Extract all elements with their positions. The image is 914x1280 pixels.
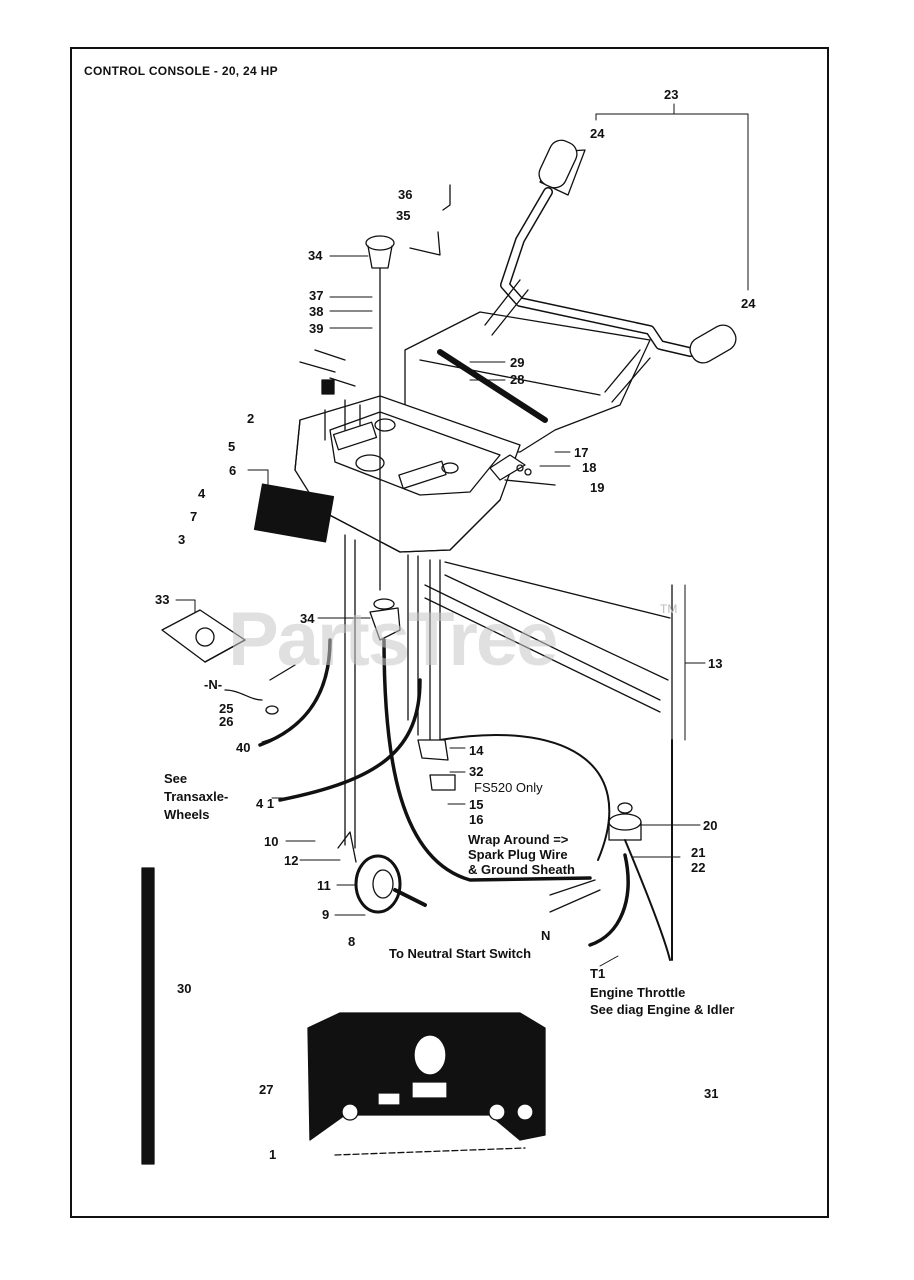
note-neutral-start: To Neutral Start Switch [389, 946, 532, 961]
note-engine-throttle: Engine Throttle See diag Engine & Idler [590, 985, 734, 1017]
part-label-14: 14 [469, 743, 484, 758]
part-label-18: 18 [582, 460, 597, 475]
part-label-17: 17 [574, 445, 589, 460]
part-label-32: 32 [469, 764, 484, 779]
part-label-13: 13 [708, 656, 723, 671]
part-label-23: 23 [664, 87, 679, 102]
leader-lines [175, 103, 749, 967]
part-label-9: 9 [322, 907, 330, 922]
part-label-t1: T1 [590, 966, 606, 981]
handle-bar [484, 139, 737, 403]
part-label-40: 40 [236, 740, 251, 755]
note-line: Spark Plug Wire [468, 847, 568, 862]
part-label-36: 36 [398, 187, 413, 202]
part-label-39: 39 [309, 321, 324, 336]
note-line: See diag Engine & Idler [590, 1002, 735, 1017]
part-label-8: 8 [348, 934, 356, 949]
part-label-n-switch: N [541, 928, 551, 943]
control-cables [258, 638, 673, 961]
part-label-21: 21 [691, 845, 706, 860]
part-label-3: 3 [178, 532, 186, 547]
part-label-10: 10 [264, 834, 279, 849]
bolt-set-left [299, 349, 356, 395]
part-label-29: 29 [510, 355, 525, 370]
note-see-transaxle: See Transaxle- Wheels [164, 771, 228, 822]
watermark-trademark: TM [660, 602, 678, 616]
vertical-decal [141, 867, 155, 1165]
part-label-37: 37 [309, 288, 324, 303]
part-label-24: 24 [590, 126, 605, 141]
console-support-rods [344, 534, 673, 849]
part-label-11: 11 [317, 878, 331, 893]
part-label-7: 7 [190, 509, 198, 524]
note-line: Wheels [164, 807, 210, 822]
part-label-16: 16 [469, 812, 484, 827]
part-label-20: 20 [703, 818, 718, 833]
part-label-35: 35 [396, 208, 411, 223]
note-line: & Ground Sheath [468, 862, 575, 877]
part-label-38: 38 [309, 304, 324, 319]
part-label-41: 4 1 [256, 796, 275, 811]
note-wrap-around: Wrap Around => Spark Plug Wire & Ground … [468, 832, 575, 877]
note-line: See [164, 771, 188, 786]
cable-clamps [417, 739, 456, 791]
part-label-30: 30 [177, 981, 192, 996]
part-label-28: 28 [510, 372, 525, 387]
part-label-27: 27 [259, 1082, 274, 1097]
part-label-26: 26 [219, 714, 234, 729]
part-label-2: 2 [247, 411, 255, 426]
part-label-34: 34 [300, 611, 315, 626]
control-panel-decal [307, 1012, 546, 1156]
part-label-6: 6 [229, 463, 237, 478]
note-fs520-only: FS520 Only [474, 780, 543, 795]
part-label-1: 1 [269, 1147, 277, 1162]
idler-pulley [337, 831, 427, 914]
console-body [294, 395, 521, 553]
neutral-wires [224, 664, 296, 715]
watermark-text: PartsTree [228, 597, 558, 682]
diagram-frame [70, 47, 829, 1218]
part-label-4: 4 [198, 486, 206, 501]
part-label-25: 25 [219, 701, 234, 716]
note-line: Wrap Around => [468, 832, 569, 847]
part-label-33: 33 [155, 592, 170, 607]
part-label-15: 15 [469, 797, 484, 812]
part-label-n-wire: -N- [204, 677, 223, 692]
part-label-31: 31 [704, 1086, 719, 1101]
ignition-switch [608, 802, 642, 841]
part-label-24: 24 [741, 296, 756, 311]
part-label-12: 12 [284, 853, 299, 868]
choke-knob [365, 184, 451, 591]
part-label-19: 19 [590, 480, 605, 495]
note-line: Transaxle- [164, 789, 229, 804]
part-label-22: 22 [691, 860, 706, 875]
mounting-bracket [161, 609, 246, 663]
decal-strip [253, 483, 335, 543]
part-label-34: 34 [308, 248, 323, 263]
throttle-control [369, 598, 401, 641]
diagram-title: CONTROL CONSOLE - 20, 24 HP [84, 64, 278, 78]
note-line: Engine Throttle [590, 985, 686, 1000]
bolt-set-right [489, 454, 556, 486]
part-label-5: 5 [228, 439, 236, 454]
